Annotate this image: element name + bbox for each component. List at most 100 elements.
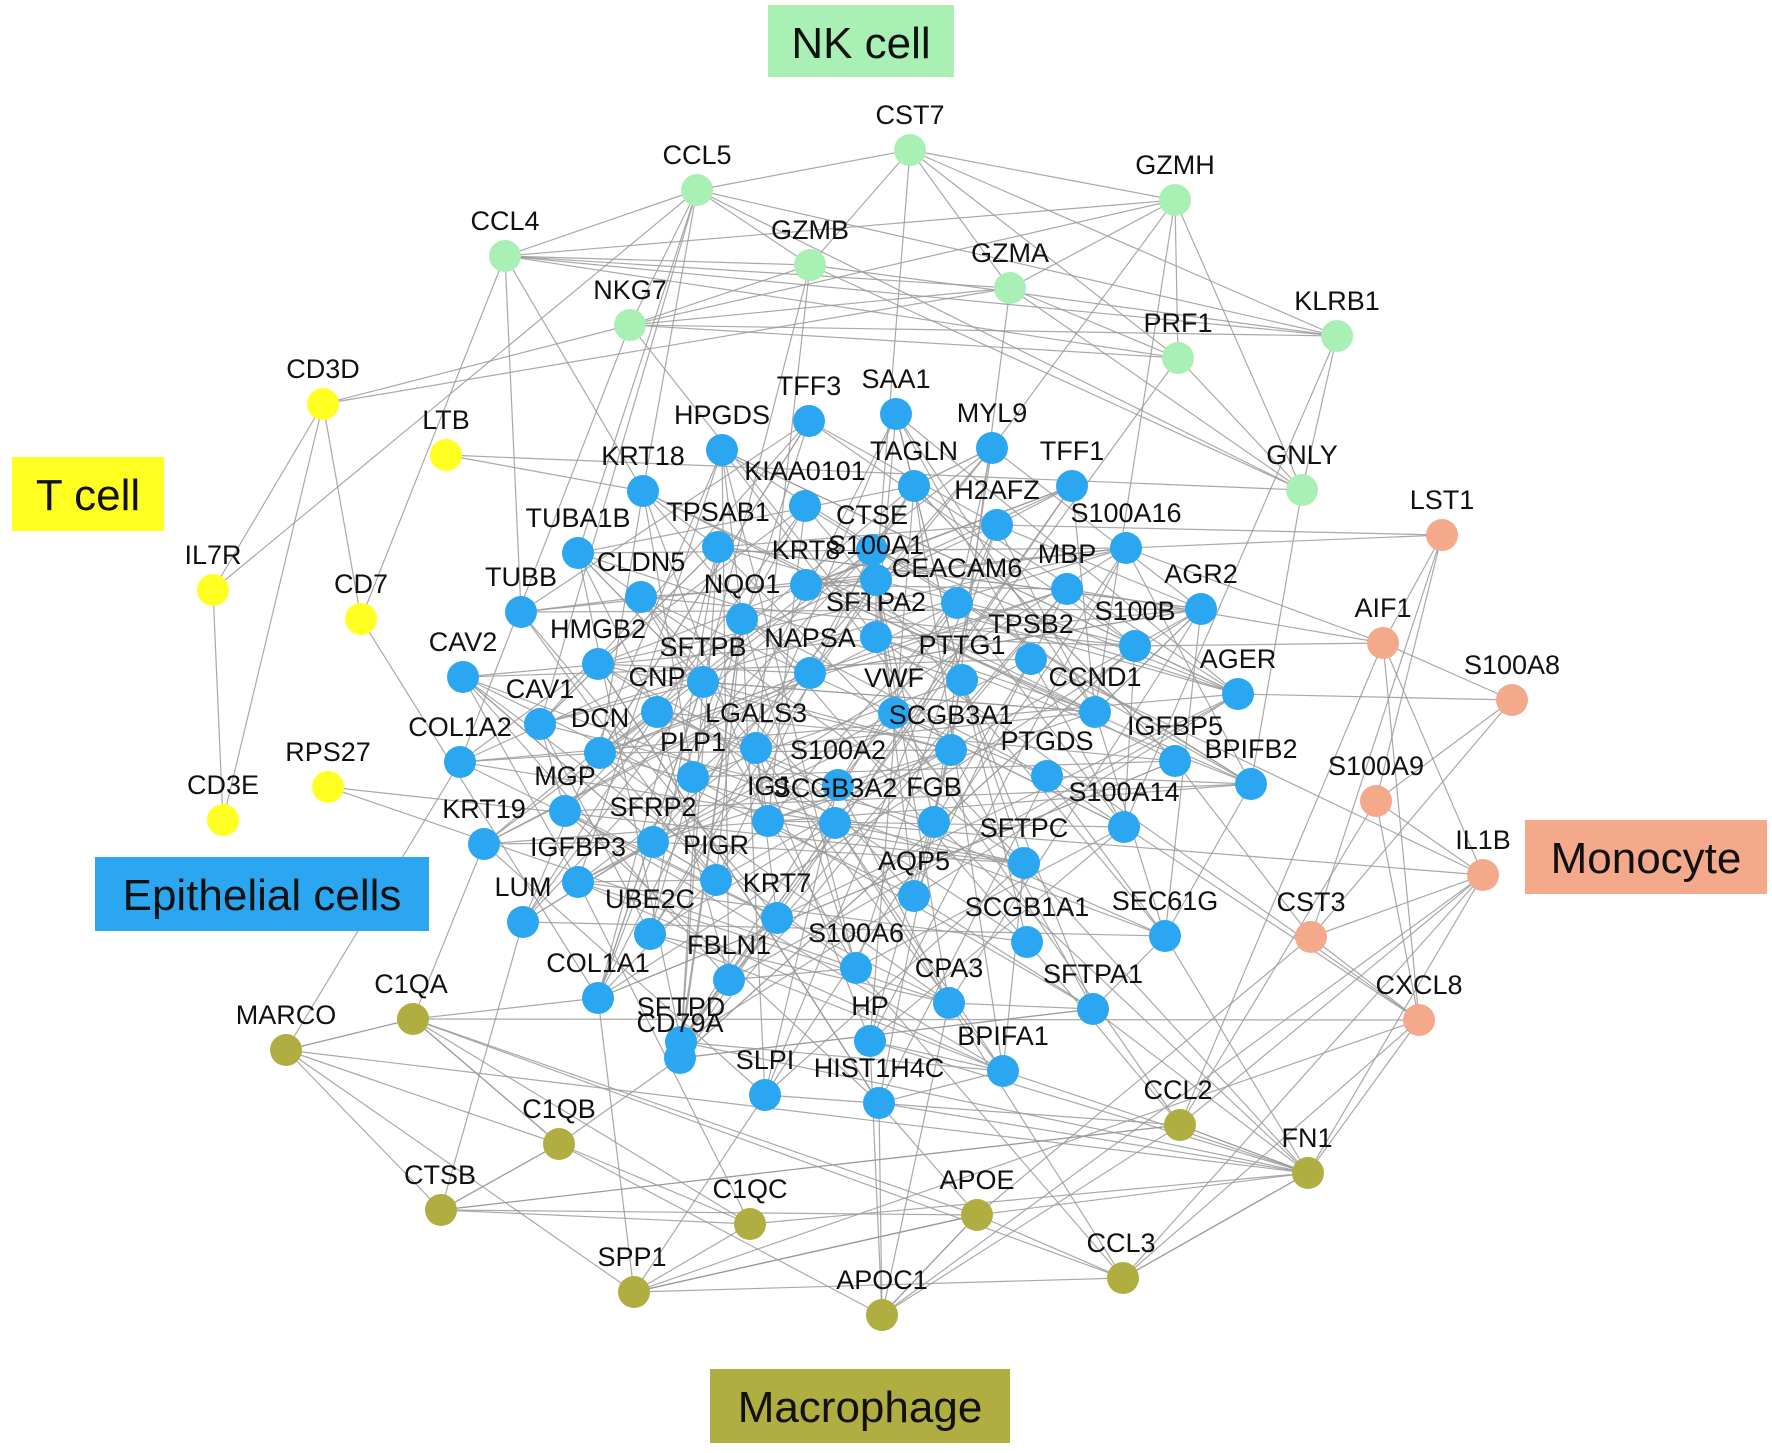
node-circle-lst1 [1426, 519, 1458, 551]
node-circle-s100b [1119, 630, 1151, 662]
node-label-napsa: NAPSA [764, 623, 856, 653]
edge-krt7-ager [776, 693, 1239, 919]
edge-cst3-cxcl8 [1310, 936, 1420, 1021]
node-circle-lgals3 [740, 732, 772, 764]
node-circle-hpgds [706, 434, 738, 466]
edge-prf1-gnly [1177, 357, 1303, 491]
node-circle-cst3 [1295, 921, 1327, 953]
node-circle-ager [1222, 678, 1254, 710]
edge-pttg1-sftpc [961, 679, 1025, 864]
node-circle-tagln [898, 470, 930, 502]
edge-sftpc-tpsab1 [717, 546, 1025, 864]
edge-cd79a-c1qb [558, 1057, 681, 1145]
edge-hist1h4c-apoe [878, 1102, 978, 1216]
node-circle-hp [854, 1025, 886, 1057]
node-circle-s100a14 [1108, 811, 1140, 843]
edge-gzmh-gnly [1174, 199, 1303, 491]
edge-fn1-apoe [976, 1172, 1309, 1216]
edge-ccl5-gnly [696, 189, 1303, 491]
node-label-saa1: SAA1 [861, 364, 930, 394]
edge-cst7-s100a1 [875, 149, 911, 581]
edge-s100a16-lst1 [1125, 534, 1443, 549]
node-label-s100b: S100B [1094, 596, 1175, 626]
edge-cst7-prf1 [909, 149, 1179, 359]
edge-il1b-cst3 [1310, 874, 1484, 938]
edge-bpifa1-sftpd [680, 1041, 1004, 1072]
node-circle-aif1 [1367, 627, 1399, 659]
edge-krt8-mbp [805, 584, 1068, 590]
node-circle-pttg1 [946, 664, 978, 696]
edge-ccl4-gzmb [504, 255, 811, 266]
node-label-lgals3: LGALS3 [705, 698, 807, 728]
node-label-cnp: CNP [628, 662, 685, 692]
edge-cst3-apoe [976, 936, 1312, 1216]
edge-il1b-fn1 [1307, 874, 1484, 1174]
node-circle-fgb [918, 806, 950, 838]
node-label-fgb: FGB [906, 772, 962, 802]
edge-fn1-ccl3 [1122, 1172, 1309, 1279]
node-tff3: TFF3 [777, 371, 841, 437]
edge-bpifa1-scgb3a2 [834, 822, 1004, 1072]
edge-igfbp3-bpifa1 [577, 881, 1004, 1072]
edge-hp-apoc1 [869, 1040, 883, 1316]
edge-sftpa1-pttg1 [961, 679, 1094, 1010]
t-cell-label-box [12, 457, 164, 531]
node-label-il1b: IL1B [1455, 825, 1511, 855]
node-circle-agr2 [1185, 593, 1217, 625]
node-label-scgb3a1: SCGB3A1 [889, 700, 1014, 730]
node-circle-c1qa [397, 1003, 429, 1035]
node-label-bpifb2: BPIFB2 [1204, 734, 1297, 764]
edge-sfrp2-krt19 [483, 841, 654, 845]
edge-lst1-s100a9 [1375, 534, 1443, 802]
node-label-scgb1a1: SCGB1A1 [965, 892, 1090, 922]
edge-gnly-bpifb2 [1250, 489, 1303, 785]
node-circle-s100a2 [822, 769, 854, 801]
node-cnp: CNP [628, 662, 686, 728]
node-label-lum: LUM [494, 872, 551, 902]
node-label-ccnd1: CCND1 [1048, 662, 1141, 692]
node-label-marco: MARCO [236, 1000, 337, 1030]
node-label-krt8: KRT8 [772, 535, 841, 565]
edge-myl9-agr2 [991, 447, 1202, 610]
edge-cpa3-ccl3 [948, 1002, 1124, 1279]
edge-cst7-gzmb [809, 149, 911, 266]
edge-cpa3-igfbp3 [577, 881, 950, 1004]
node-circle-ceacam6 [941, 587, 973, 619]
node-circle-gzma [994, 272, 1026, 304]
node-label-sftpd: SFTPD [637, 992, 726, 1022]
edge-dcn-tff3 [599, 420, 810, 754]
monocyte-label: Monocyte [1551, 834, 1742, 883]
edge-sftpd-fn1 [680, 1041, 1309, 1174]
edge-cpa3-dcn [599, 752, 950, 1004]
edge-fbln1-cav2 [462, 676, 730, 981]
node-circle-ccnd1 [1079, 696, 1111, 728]
node-il1b: IL1B [1455, 825, 1511, 891]
edge-cnp-igfbp5 [656, 711, 1176, 762]
node-vwf: VWF [864, 663, 924, 729]
node-circle-spp1 [618, 1276, 650, 1308]
node-s100a8: S100A8 [1464, 650, 1560, 716]
node-sec61g: SEC61G [1112, 886, 1218, 952]
edge-spp1-ccl3 [633, 1277, 1124, 1293]
node-circle-saa1 [880, 398, 912, 430]
edge-ccl5-gzmb [696, 189, 811, 266]
node-circle-gzmh [1159, 184, 1191, 216]
edge-gzmh-gzma [1009, 199, 1176, 289]
edge-s100a8-cst3 [1310, 699, 1513, 938]
node-tuba1b: TUBA1B [525, 503, 631, 569]
node-circle-s100a6 [840, 952, 872, 984]
edge-tuba1b-sftpb [577, 552, 704, 683]
edge-s100a2-h2afz [837, 524, 998, 786]
node-circle-klrb1 [1321, 320, 1353, 352]
node-circle-hist1h4c [863, 1087, 895, 1119]
edge-aif1-s100a16 [1125, 547, 1384, 644]
edge-cst7-klrb1 [909, 149, 1338, 337]
node-label-col1a2: COL1A2 [408, 712, 512, 742]
node-label-ptgds: PTGDS [1000, 726, 1093, 756]
edge-bpifa1-sftpc [1002, 862, 1025, 1072]
node-c1qa: C1QA [374, 969, 448, 1035]
node-label-gzmb: GZMB [771, 215, 849, 245]
node-label-s100a6: S100A6 [808, 918, 904, 948]
node-hist1h4c: HIST1H4C [814, 1053, 944, 1119]
